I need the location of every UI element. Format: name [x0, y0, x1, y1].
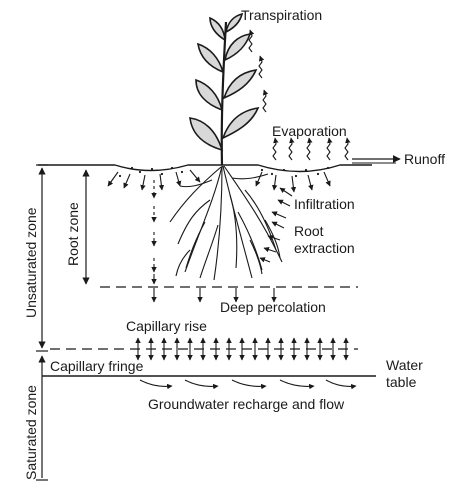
groundwater-flow-arrows: [139, 379, 357, 390]
pond-dot: [170, 166, 174, 170]
evaporation-arrow: [344, 137, 351, 161]
pond-dot: [304, 168, 308, 172]
label-root-extraction-1: Root: [294, 223, 324, 239]
pond-dot: [326, 166, 330, 170]
pond-dot: [282, 168, 286, 172]
plant: [189, 12, 260, 166]
label-evaporation: Evaporation: [272, 123, 347, 139]
root-extraction-arrow: [263, 246, 277, 253]
label-deep-percolation: Deep percolation: [220, 299, 326, 315]
infiltration-arrow: [175, 171, 182, 187]
infiltration-arrows-right: [255, 171, 331, 193]
evaporation-arrows: [272, 137, 351, 161]
label-root-extraction-2: extraction: [294, 240, 355, 256]
pond-dot: [316, 172, 320, 176]
pond-dot: [270, 172, 274, 176]
root-extraction-arrows: [259, 187, 293, 263]
label-unsaturated-zone: Unsaturated zone: [23, 207, 39, 318]
capillary-rise-arrows: [135, 337, 349, 361]
label-transpiration: Transpiration: [241, 7, 322, 23]
label-root-zone: Root zone: [65, 202, 81, 266]
label-water-table-1: Water: [386, 357, 423, 373]
infiltration-arrow: [255, 171, 263, 187]
infiltration-arrow: [123, 173, 131, 189]
evaporation-arrow: [272, 137, 279, 161]
pond-dot: [138, 170, 142, 174]
pond-dot: [118, 174, 122, 178]
infiltration-arrow: [158, 173, 165, 191]
infiltration-arrow: [307, 174, 314, 191]
root-extraction-arrow: [259, 257, 271, 263]
label-capillary-fringe: Capillary fringe: [50, 358, 144, 374]
infiltration-arrow: [189, 169, 201, 183]
pond-dot: [160, 172, 164, 176]
transpiration-arrows: [248, 29, 269, 113]
root-extraction-arrow: [267, 234, 281, 241]
infiltration-arrow: [271, 174, 278, 191]
ground-surface: [38, 164, 372, 173]
pond-dot: [180, 170, 184, 174]
zone-brackets: [36, 164, 90, 481]
pond-dot: [294, 174, 298, 178]
infiltration-arrow: [290, 175, 297, 193]
pond-dot: [260, 168, 264, 172]
label-water-table-2: table: [386, 374, 417, 390]
pond-dot: [130, 166, 134, 170]
label-capillary-rise: Capillary rise: [126, 318, 207, 334]
surface-ponding: [118, 166, 330, 178]
label-infiltration: Infiltration: [294, 196, 355, 212]
evaporation-arrow: [326, 137, 333, 161]
infiltration-arrow: [323, 171, 331, 187]
root-extraction-arrow: [279, 187, 293, 197]
pond-dot: [150, 167, 154, 171]
deep-percolation-arrows: [151, 288, 277, 303]
infiltration-arrow: [107, 171, 119, 187]
label-runoff: Runoff: [404, 151, 445, 167]
infiltration-arrow: [140, 174, 146, 191]
root-extraction-arrow: [271, 211, 287, 219]
root-extraction-arrow: [271, 221, 285, 229]
infiltration-arrows-left: [107, 169, 201, 191]
plant-roots: [169, 165, 283, 281]
evaporation-arrow: [306, 137, 313, 161]
root-extraction-arrow: [277, 199, 291, 207]
evaporation-arrow: [288, 137, 295, 161]
label-saturated-zone: Saturated zone: [23, 385, 39, 480]
label-groundwater: Groundwater recharge and flow: [148, 396, 345, 412]
